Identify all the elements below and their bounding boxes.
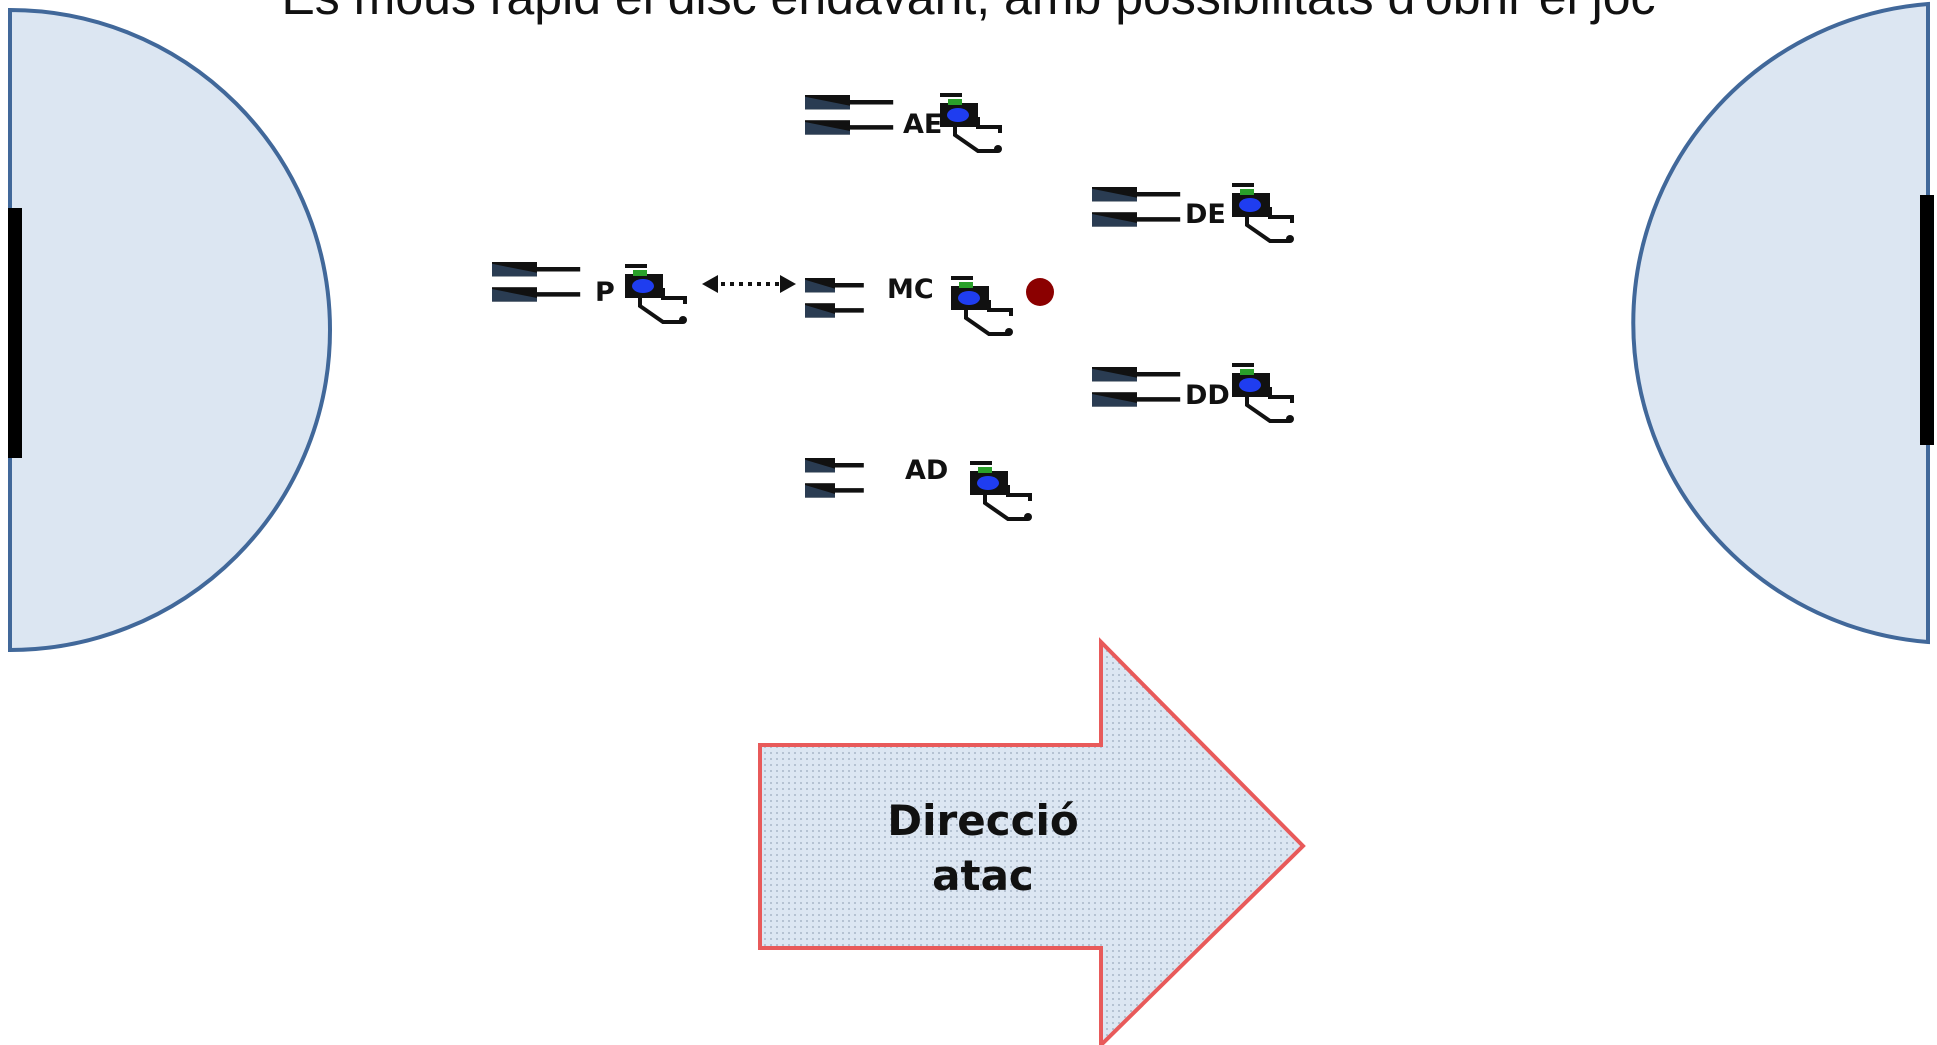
slide-caption: Es mous ràpid el disc endavant, amb poss… <box>0 0 1937 26</box>
left-goal-area <box>8 7 332 653</box>
player-mc: MC <box>805 274 1015 338</box>
player-ae: AE <box>805 95 1004 155</box>
player-dd: DD <box>1092 363 1296 425</box>
left-goal <box>8 208 22 458</box>
right-goal <box>1920 195 1934 445</box>
player-label: P <box>595 277 615 308</box>
player-label: MC <box>887 274 934 305</box>
right-goal-area <box>1631 1 1930 645</box>
player-label: AE <box>903 109 942 140</box>
arrow-label-line2: atac <box>932 851 1034 900</box>
player-label: AD <box>905 455 948 486</box>
puck <box>1026 278 1054 306</box>
attack-direction-arrow: Direcció atac <box>758 637 1306 1045</box>
player-ad: AD <box>805 455 1034 523</box>
pass-arrow <box>702 275 796 293</box>
player-label: DD <box>1185 380 1230 411</box>
player-de: DE <box>1092 183 1296 245</box>
player-p: P <box>492 262 689 326</box>
player-label: DE <box>1185 199 1226 230</box>
arrow-label-line1: Direcció <box>887 796 1079 845</box>
